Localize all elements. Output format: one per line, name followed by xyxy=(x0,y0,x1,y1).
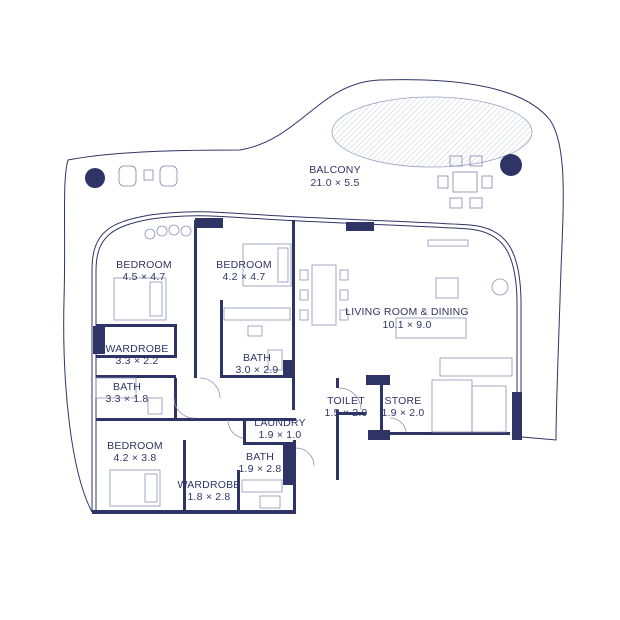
room-name: BEDROOM xyxy=(216,259,272,271)
balcony-outline xyxy=(63,79,564,513)
room-name: TOILET xyxy=(327,395,365,407)
planter-area xyxy=(331,96,533,168)
room-name: WARDROBE xyxy=(177,479,240,491)
room-size: 4.2 × 4.7 xyxy=(223,271,266,283)
room-size: 1.9 × 1.0 xyxy=(259,429,302,441)
room-name: BATH xyxy=(113,381,141,393)
room-size: 3.3 × 1.8 xyxy=(106,393,149,405)
room-name: LIVING ROOM & DINING xyxy=(345,306,469,318)
room-size: 4.2 × 3.8 xyxy=(114,452,157,464)
room-size: 3.0 × 2.9 xyxy=(236,364,279,376)
room-size: 3.3 × 2.2 xyxy=(116,355,159,367)
room-name: WARDROBE xyxy=(105,343,168,355)
plant-pot-right xyxy=(500,154,522,176)
interior-details xyxy=(95,224,513,509)
room-name: BATH xyxy=(243,352,271,364)
room-size: 1.5 × 2.0 xyxy=(325,407,368,419)
room-size: 10.1 × 9.0 xyxy=(383,319,432,331)
walls xyxy=(92,218,522,514)
room-size: 1.9 × 2.8 xyxy=(239,463,282,475)
plant-pot-left xyxy=(85,168,105,188)
room-name: BEDROOM xyxy=(116,259,172,271)
room-name: STORE xyxy=(385,395,422,407)
room-name: BATH xyxy=(246,451,274,463)
room-name: BEDROOM xyxy=(107,440,163,452)
room-labels: BALCONY 21.0 × 5.5 BEDROOM 4.5 × 4.7 BED… xyxy=(105,164,468,503)
room-name: BALCONY xyxy=(309,164,361,176)
room-size: 1.8 × 2.8 xyxy=(188,491,231,503)
room-size: 21.0 × 5.5 xyxy=(311,177,360,189)
facade-glazing-inner xyxy=(95,215,518,512)
facade-glazing-outer xyxy=(91,211,522,512)
room-size: 1.9 × 2.0 xyxy=(382,407,425,419)
lounge-chairs xyxy=(118,165,178,187)
room-name: LAUNDRY xyxy=(254,417,305,429)
room-size: 4.5 × 4.7 xyxy=(123,271,166,283)
balcony-dining-set xyxy=(437,155,493,209)
